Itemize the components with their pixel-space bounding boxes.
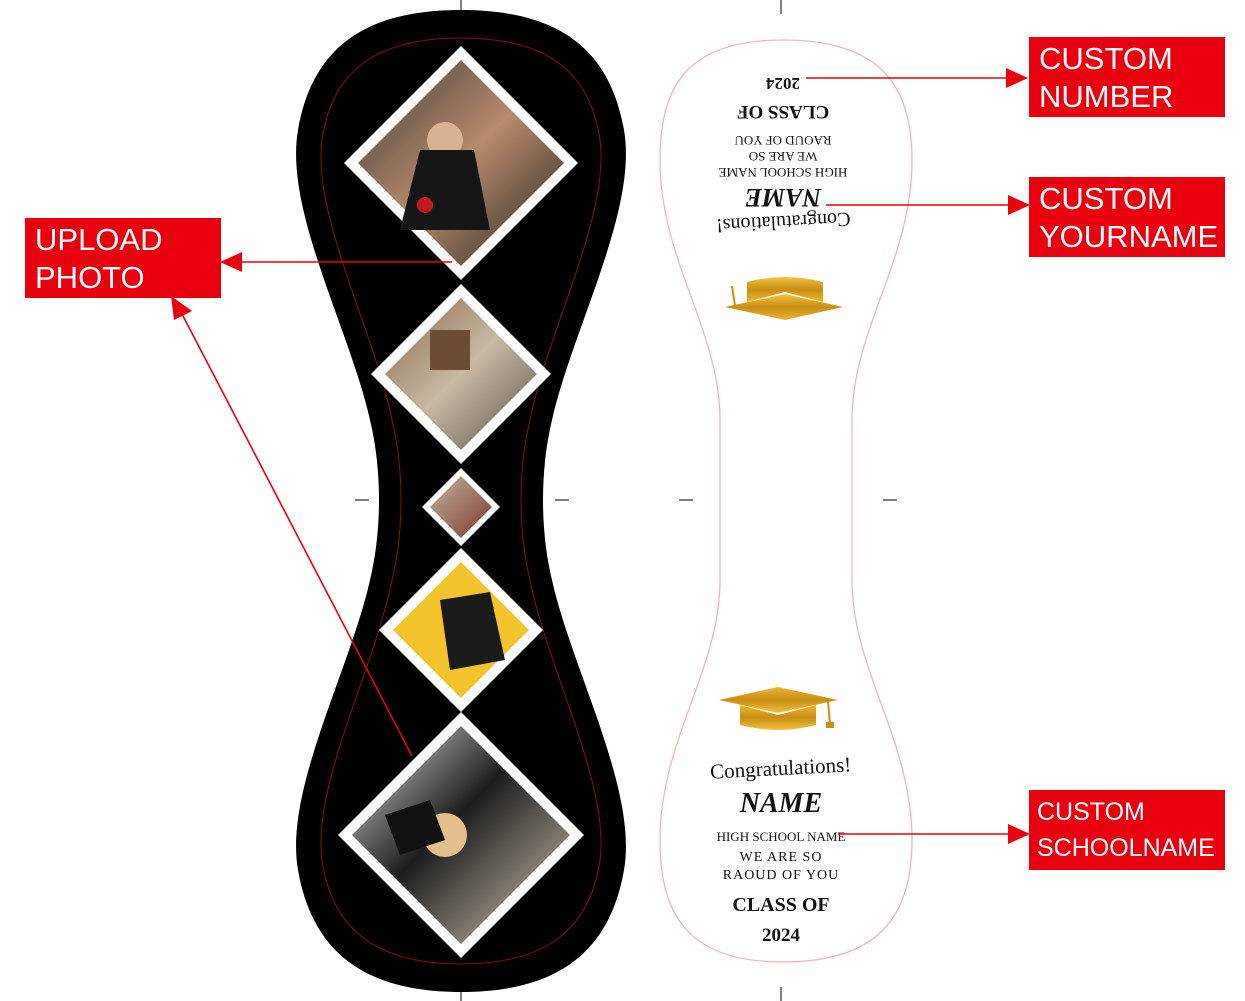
upload-photo-line-2: PHOTO xyxy=(35,260,145,295)
custom-yourname-line-1: CUSTOM xyxy=(1039,181,1173,216)
custom-schoolname-line-2: SCHOOLNAME xyxy=(1037,834,1215,862)
custom-number-line-1: CUSTOM xyxy=(1039,41,1173,76)
custom-schoolname-line-1: CUSTOM xyxy=(1037,798,1145,826)
grad-cap-icon-top xyxy=(725,277,843,320)
top-name: NAME xyxy=(745,183,823,212)
bottom-proud-of-you: RAOUD OF YOU xyxy=(723,868,840,883)
bottom-we-are-so: WE ARE SO xyxy=(740,850,823,865)
bottom-class-of: CLASS OF xyxy=(732,894,829,916)
bottom-school-line: HIGH SCHOOL NAME xyxy=(717,829,846,844)
top-we-are-so: WE ARE SO xyxy=(749,149,818,164)
sleeve-safe-line xyxy=(320,37,602,965)
custom-number-line-2: NUMBER xyxy=(1039,79,1174,114)
custom-yourname-label: CUSTOM YOURNAME xyxy=(1029,177,1225,257)
top-class-of: CLASS OF xyxy=(737,101,829,122)
top-proud-of-you: RAOUD OF YOU xyxy=(734,133,832,148)
upload-photo-label: UPLOAD PHOTO xyxy=(25,218,221,298)
grad-cap-icon-bottom xyxy=(719,687,838,730)
insert-outline xyxy=(659,39,913,963)
top-school-line: HIGH SCHOOL NAME xyxy=(719,165,848,180)
bottom-name: NAME xyxy=(739,788,822,819)
photo-frame-5 xyxy=(338,712,584,958)
top-year: 2024 xyxy=(766,74,801,93)
photo-frame-4 xyxy=(379,548,543,712)
upload-photo-line-1: UPLOAD xyxy=(35,222,163,257)
custom-yourname-line-2: YOURNAME xyxy=(1039,219,1219,254)
bottom-congratulations: Congratulations! xyxy=(710,752,852,783)
pointer-lines xyxy=(171,68,1030,844)
custom-schoolname-label: CUSTOM SCHOOLNAME xyxy=(1029,790,1225,870)
photo-frame-2 xyxy=(371,284,551,464)
insert-top-text: Congratulations! NAME HIGH SCHOOL NAME W… xyxy=(716,74,851,236)
photo-frame-1 xyxy=(344,46,578,280)
photo-frame-3 xyxy=(422,468,500,546)
custom-number-label: CUSTOM NUMBER xyxy=(1029,37,1225,117)
bottom-year: 2024 xyxy=(762,925,801,946)
